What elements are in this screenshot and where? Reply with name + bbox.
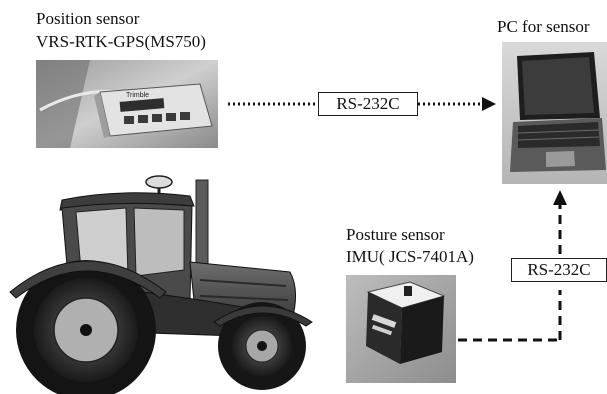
gps-title-line1: Position sensor <box>36 9 140 28</box>
arrowhead-right-icon <box>482 97 496 111</box>
tractor-illustration <box>9 175 313 394</box>
imu-to-pc-link <box>458 190 567 342</box>
gps-brand-text: Trimble <box>126 92 149 99</box>
arrowhead-up-icon <box>553 190 567 205</box>
imu-title-line2: IMU( JCS-7401A) <box>346 247 474 266</box>
gps-to-pc-link <box>228 97 496 111</box>
gps-link-label: RS-232C <box>318 92 418 116</box>
pc-title: PC for sensor <box>497 17 590 36</box>
gps-receiver-photo <box>36 60 218 148</box>
imu-photo <box>346 275 456 383</box>
imu-title-line1: Posture sensor <box>346 225 445 244</box>
imu-link-label: RS-232C <box>511 258 607 282</box>
gps-title-line2: VRS-RTK-GPS(MS750) <box>36 32 206 51</box>
laptop-photo <box>502 42 607 184</box>
